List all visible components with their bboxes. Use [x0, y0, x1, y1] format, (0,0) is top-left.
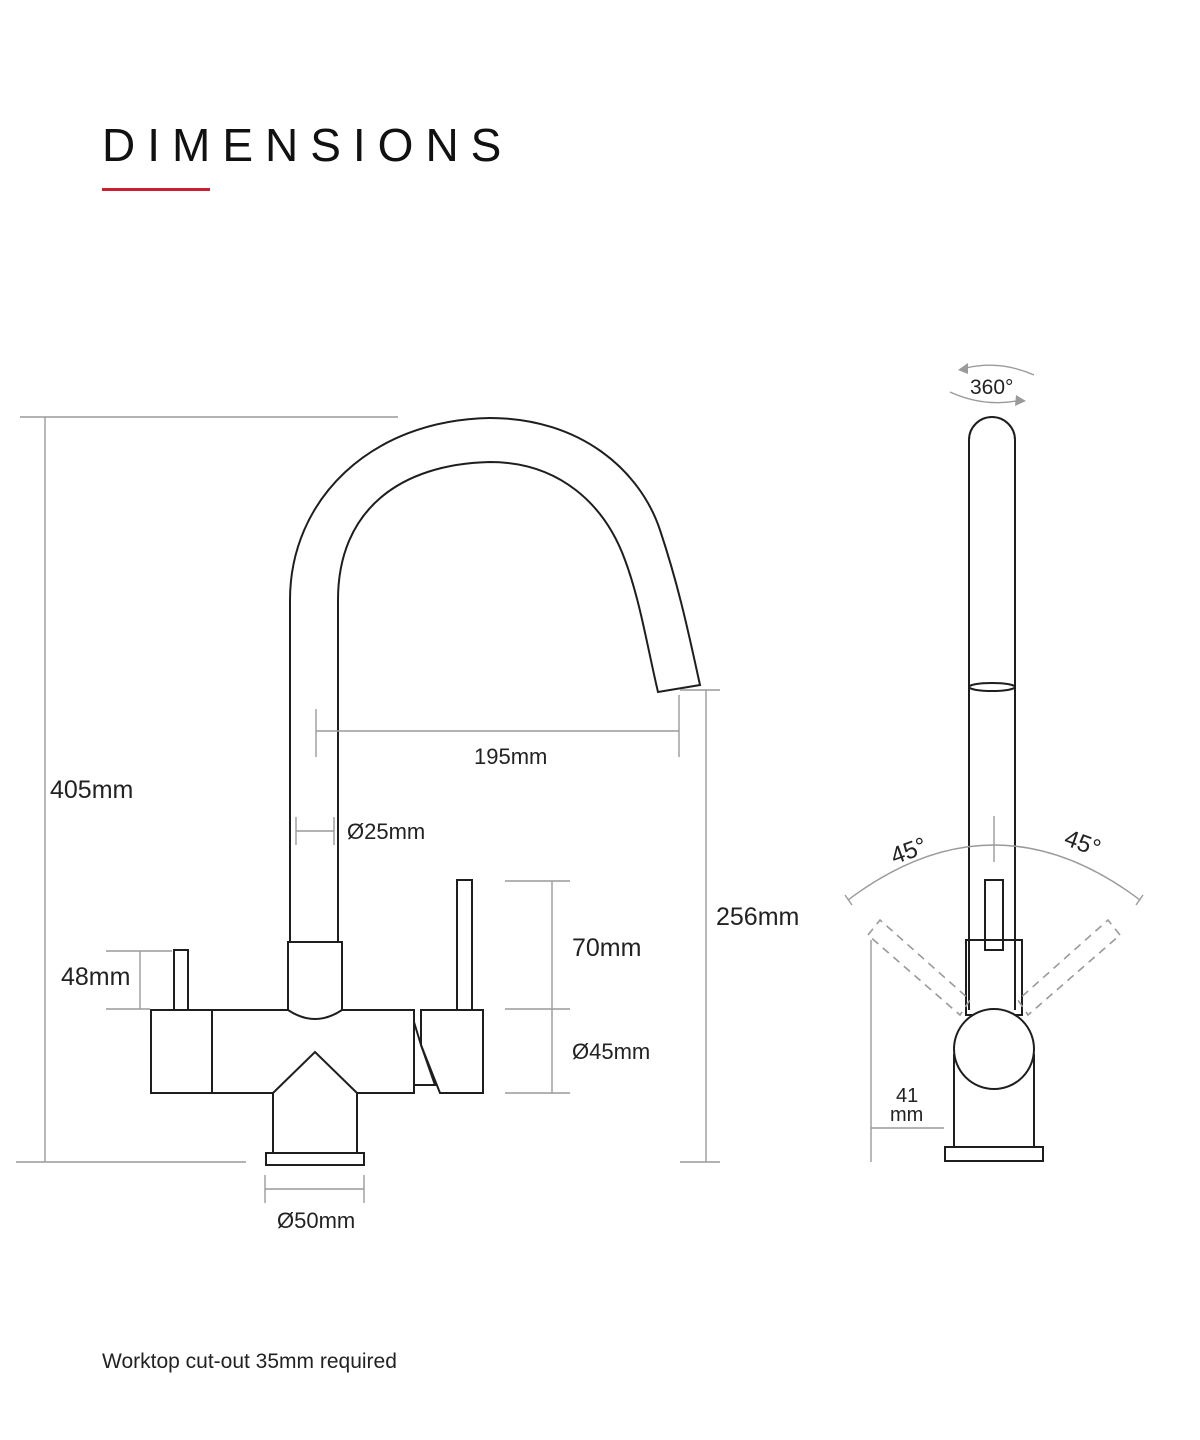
- rotation-label: 360°: [970, 376, 1013, 399]
- page-title: DIMENSIONS: [102, 119, 514, 171]
- rotate-arrow-icon: [1015, 395, 1026, 406]
- front-view-dimension-labels: 405mm 195mm Ø25mm 256mm 48mm 70mm Ø45mm …: [50, 744, 799, 1233]
- side-view-dimension-labels: 360° 45° 45° 41 mm: [887, 376, 1104, 1126]
- title-underline: [102, 188, 210, 191]
- spout-height-label: 256mm: [716, 903, 799, 931]
- lever-angle-right-label: 45°: [1061, 825, 1104, 863]
- side-view-rotation-indicator: [949, 363, 1035, 406]
- height-total-label: 405mm: [50, 776, 133, 804]
- reach-label: 195mm: [474, 744, 547, 769]
- spout-diameter-label: Ø25mm: [347, 819, 425, 844]
- side-view-lever-swing: [844, 816, 1144, 1017]
- front-view-dimension-lines: [16, 416, 720, 1203]
- side-view-tap-outline: [944, 416, 1044, 1162]
- worktop-note: Worktop cut-out 35mm required: [102, 1350, 397, 1373]
- rotate-arrow-icon: [958, 363, 968, 374]
- base-depth-value-label: 41: [896, 1085, 918, 1107]
- left-handle-height-label: 48mm: [61, 963, 130, 991]
- right-handle-height-label: 70mm: [572, 934, 641, 962]
- body-diameter-label: Ø45mm: [572, 1039, 650, 1064]
- base-diameter-label: Ø50mm: [277, 1208, 355, 1233]
- lever-angle-left-label: 45°: [887, 832, 930, 870]
- side-view-dimension-lines: [870, 940, 944, 1162]
- base-depth-unit-label: mm: [890, 1104, 923, 1126]
- front-view-tap-outline: [150, 416, 702, 1166]
